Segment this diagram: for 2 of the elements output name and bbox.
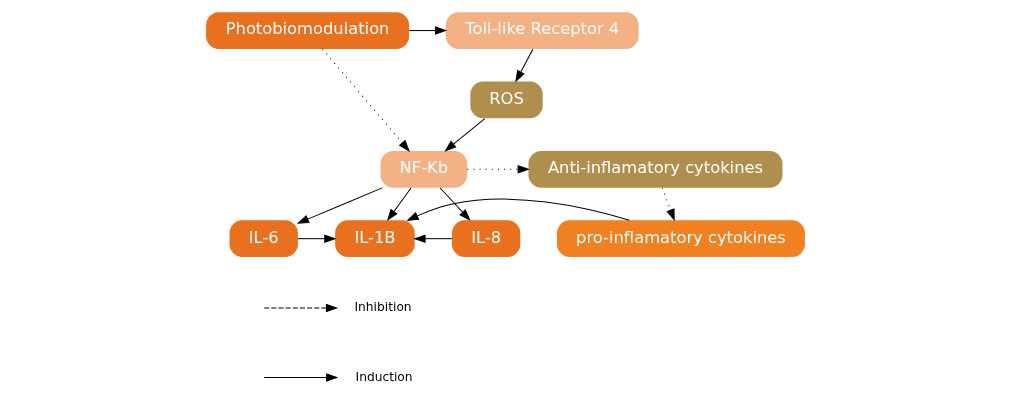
legend-label: Induction bbox=[355, 369, 413, 384]
legend-label: Inhibition bbox=[354, 300, 412, 315]
